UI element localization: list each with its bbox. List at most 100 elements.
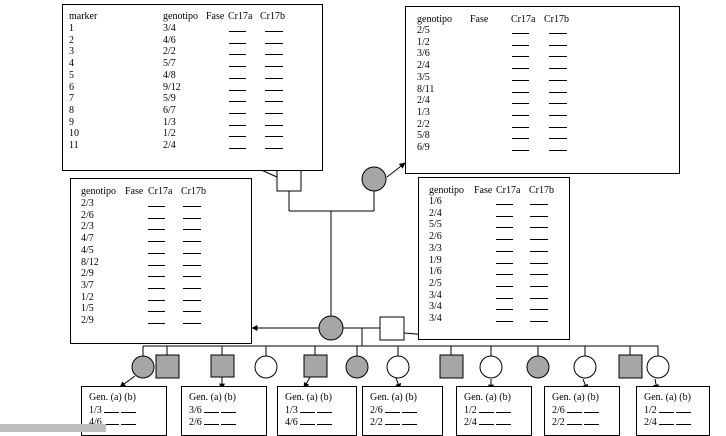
cr17b-blank-field[interactable] xyxy=(265,70,283,79)
allele-a-blank[interactable] xyxy=(384,416,400,425)
cr17a-blank-field[interactable] xyxy=(496,301,513,311)
cr17a-blank-field[interactable] xyxy=(496,290,513,299)
cr17b-blank-field[interactable] xyxy=(183,303,201,313)
allele-b-blank[interactable] xyxy=(401,416,417,425)
cr17b-blank-field[interactable] xyxy=(265,82,283,91)
cr17a-blank-field[interactable] xyxy=(229,58,246,68)
cr17b-blank-field[interactable] xyxy=(265,128,283,138)
cr17b-blank-field[interactable] xyxy=(549,72,567,81)
cr17b-blank-field[interactable] xyxy=(530,290,548,299)
cr17a-blank-field[interactable] xyxy=(496,278,513,287)
cr17b-blank-field[interactable] xyxy=(265,105,283,114)
cr17a-blank-field[interactable] xyxy=(148,198,165,207)
cr17b-blank-field[interactable] xyxy=(530,278,548,287)
cr17b-blank-field[interactable] xyxy=(183,198,201,207)
cr17a-blank-field[interactable] xyxy=(496,266,513,276)
cr17b-blank-field[interactable] xyxy=(183,315,201,324)
cr17a-blank-field[interactable] xyxy=(496,243,513,252)
cr17b-blank-field[interactable] xyxy=(530,196,548,205)
cr17b-blank-field[interactable] xyxy=(183,233,201,243)
cr17a-blank-field[interactable] xyxy=(229,105,246,114)
cr17b-blank-field[interactable] xyxy=(549,119,567,128)
cr17b-blank-field[interactable] xyxy=(265,58,283,68)
cr17b-blank-field[interactable] xyxy=(549,142,567,151)
cr17b-blank-field[interactable] xyxy=(549,25,567,34)
cr17a-blank-field[interactable] xyxy=(229,46,246,56)
cr17b-blank-field[interactable] xyxy=(265,93,283,103)
cr17a-blank-field[interactable] xyxy=(229,128,246,138)
cr17a-blank-field[interactable] xyxy=(229,93,246,103)
cr17b-blank-field[interactable] xyxy=(549,60,567,70)
cr17a-blank-field[interactable] xyxy=(148,315,165,324)
allele-b-blank[interactable] xyxy=(316,404,332,413)
allele-b-blank[interactable] xyxy=(120,416,136,425)
cr17b-blank-field[interactable] xyxy=(183,280,201,289)
cr17b-blank-field[interactable] xyxy=(530,208,548,217)
cr17b-blank-field[interactable] xyxy=(549,130,567,140)
allele-b-blank[interactable] xyxy=(495,416,511,425)
cr17b-blank-field[interactable] xyxy=(183,257,201,266)
allele-a-blank[interactable] xyxy=(103,404,119,413)
allele-a-blank[interactable] xyxy=(566,416,582,425)
allele-a-blank[interactable] xyxy=(384,404,400,413)
allele-a-blank[interactable] xyxy=(658,416,674,425)
cr17a-blank-field[interactable] xyxy=(148,268,165,278)
cr17b-blank-field[interactable] xyxy=(549,95,567,105)
cr17a-blank-field[interactable] xyxy=(148,280,165,289)
cr17a-blank-field[interactable] xyxy=(512,95,529,105)
cr17a-blank-field[interactable] xyxy=(229,117,246,126)
cr17a-blank-field[interactable] xyxy=(148,292,165,301)
cr17b-blank-field[interactable] xyxy=(183,210,201,219)
cr17b-blank-field[interactable] xyxy=(183,245,201,254)
allele-a-blank[interactable] xyxy=(478,416,494,425)
cr17b-blank-field[interactable] xyxy=(549,84,567,93)
cr17a-blank-field[interactable] xyxy=(496,231,513,241)
allele-b-blank[interactable] xyxy=(675,404,691,413)
cr17b-blank-field[interactable] xyxy=(530,313,548,322)
allele-a-blank[interactable] xyxy=(566,404,582,413)
cr17b-blank-field[interactable] xyxy=(530,255,548,264)
cr17a-blank-field[interactable] xyxy=(512,72,529,81)
cr17b-blank-field[interactable] xyxy=(183,292,201,301)
cr17a-blank-field[interactable] xyxy=(229,140,246,149)
cr17b-blank-field[interactable] xyxy=(265,35,283,44)
allele-b-blank[interactable] xyxy=(220,404,236,413)
allele-b-blank[interactable] xyxy=(675,416,691,425)
cr17a-blank-field[interactable] xyxy=(148,210,165,219)
allele-b-blank[interactable] xyxy=(220,416,236,425)
horizontal-scrollbar[interactable] xyxy=(0,424,106,432)
cr17a-blank-field[interactable] xyxy=(512,48,529,58)
allele-a-blank[interactable] xyxy=(658,404,674,413)
cr17a-blank-field[interactable] xyxy=(229,82,246,91)
cr17a-blank-field[interactable] xyxy=(229,70,246,79)
cr17a-blank-field[interactable] xyxy=(148,257,165,266)
cr17b-blank-field[interactable] xyxy=(530,243,548,252)
cr17b-blank-field[interactable] xyxy=(549,107,567,116)
allele-b-blank[interactable] xyxy=(583,416,599,425)
cr17a-blank-field[interactable] xyxy=(512,119,529,128)
allele-b-blank[interactable] xyxy=(316,416,332,425)
cr17a-blank-field[interactable] xyxy=(229,23,246,32)
cr17b-blank-field[interactable] xyxy=(265,140,283,149)
cr17b-blank-field[interactable] xyxy=(265,117,283,126)
cr17a-blank-field[interactable] xyxy=(496,196,513,205)
cr17a-blank-field[interactable] xyxy=(148,233,165,243)
allele-b-blank[interactable] xyxy=(583,404,599,413)
allele-b-blank[interactable] xyxy=(120,404,136,413)
cr17b-blank-field[interactable] xyxy=(530,219,548,229)
cr17a-blank-field[interactable] xyxy=(512,84,529,93)
cr17b-blank-field[interactable] xyxy=(530,301,548,311)
cr17a-blank-field[interactable] xyxy=(148,303,165,313)
allele-a-blank[interactable] xyxy=(299,416,315,425)
cr17a-blank-field[interactable] xyxy=(496,208,513,217)
cr17a-blank-field[interactable] xyxy=(512,60,529,70)
cr17b-blank-field[interactable] xyxy=(265,46,283,56)
allele-a-blank[interactable] xyxy=(478,404,494,413)
cr17a-blank-field[interactable] xyxy=(512,142,529,151)
cr17a-blank-field[interactable] xyxy=(512,130,529,140)
allele-a-blank[interactable] xyxy=(103,416,119,425)
cr17a-blank-field[interactable] xyxy=(496,313,513,322)
allele-a-blank[interactable] xyxy=(203,404,219,413)
cr17a-blank-field[interactable] xyxy=(496,255,513,264)
cr17a-blank-field[interactable] xyxy=(148,245,165,254)
